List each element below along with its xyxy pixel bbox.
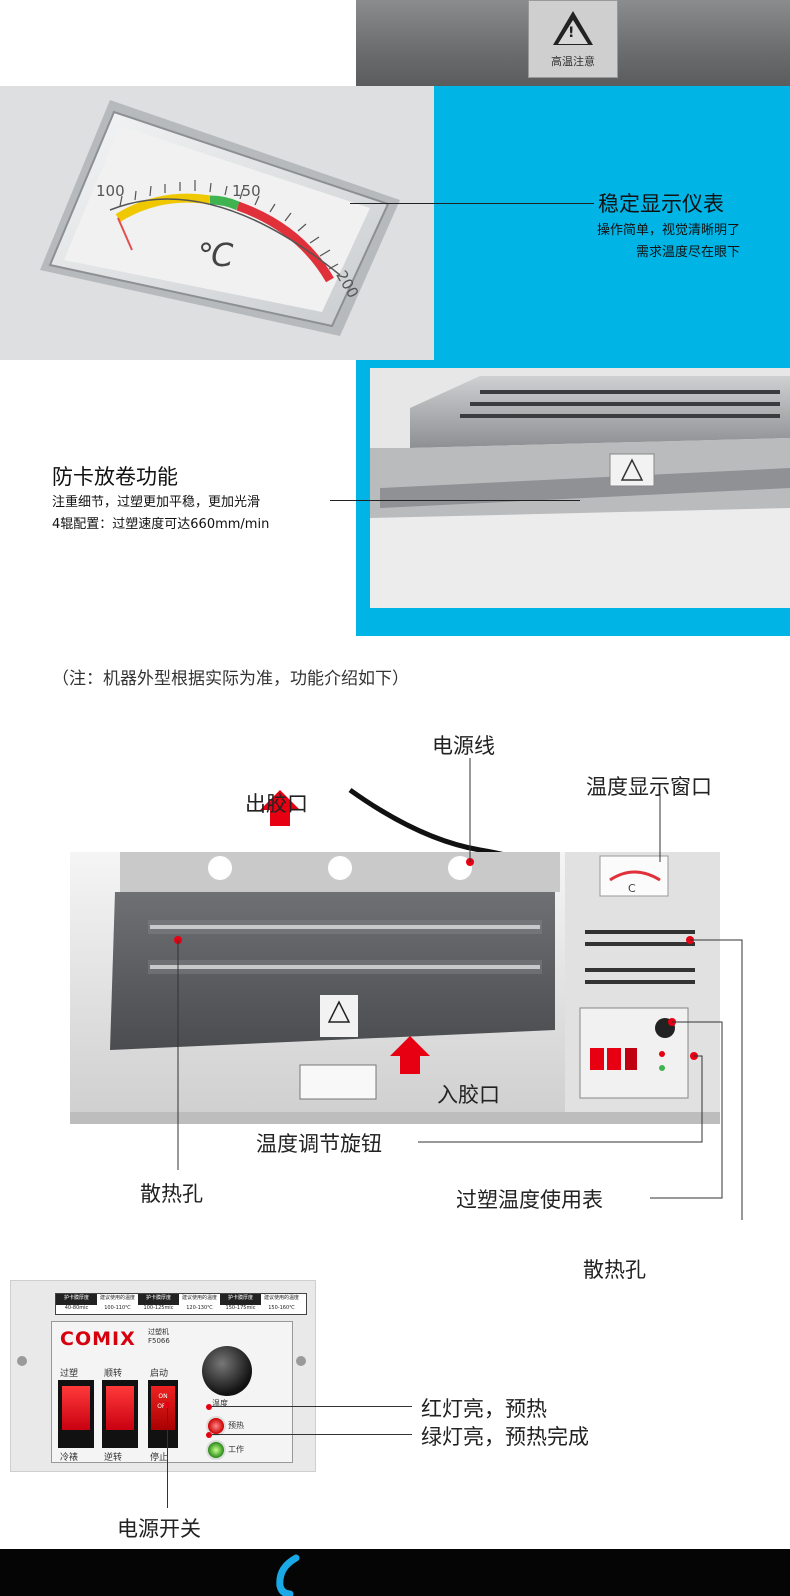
model-label: 过塑机 F5066 [148, 1328, 170, 1345]
label-power-cord: 电源线 [432, 734, 495, 758]
svg-text:C: C [628, 882, 636, 895]
sw3-bottom-label: 停止 [150, 1453, 169, 1463]
bottom-dark-bar [0, 1549, 790, 1596]
power-switch[interactable]: ON OFF [148, 1380, 178, 1448]
meter-description: 操作简单，视觉清晰明了 需求温度尽在眼下 [540, 220, 740, 264]
red-led-marker [206, 1404, 212, 1410]
meter-desc-line1: 操作简单，视觉清晰明了 [596, 223, 740, 238]
note-text: （注：机器外型根据实际为准，功能介绍如下） [52, 669, 409, 689]
scale-150: 150 [232, 182, 261, 200]
sw1-top-label: 过塑 [60, 1369, 79, 1379]
roller-leader-line [330, 500, 580, 501]
roller-description: 注重细节，过塑更加平稳，更加光滑 4辊配置：过塑速度可达660mm/min [52, 492, 269, 536]
power-switch-leader [167, 1408, 168, 1508]
power-switch-marker [164, 1402, 170, 1408]
meter-leader-line [350, 203, 594, 204]
meter-desc-line2: 需求温度尽在眼下 [635, 245, 740, 260]
control-panel-closeup: 护卡膜厚度 建议使用的温度 护卡膜厚度 建议使用的温度 护卡膜厚度 建议使用的温… [10, 1280, 316, 1472]
screw-icon [17, 1356, 27, 1366]
roller-desc-line2: 4辊配置：过塑速度可达660mm/min [52, 517, 270, 532]
sw2-top-label: 顺转 [104, 1369, 123, 1379]
screw-icon [296, 1356, 306, 1366]
unit-celsius: ℃ [198, 236, 234, 274]
panel-faceplate: COMIX 过塑机 F5066 过塑 顺转 启动 ON OFF 冷裱 逆转 停止… [51, 1321, 293, 1463]
red-led-icon [206, 1416, 226, 1436]
knob-caption: 温度 [212, 1399, 228, 1408]
roller-title: 防卡放卷功能 [52, 465, 178, 489]
label-inlet: 入胶口 [437, 1083, 500, 1107]
label-red-led: 红灯亮，预热 [421, 1397, 547, 1421]
temp-usage-table: 护卡膜厚度 建议使用的温度 护卡膜厚度 建议使用的温度 护卡膜厚度 建议使用的温… [55, 1293, 307, 1315]
label-power-switch: 电源开关 [117, 1517, 201, 1541]
brand-logo: COMIX [60, 1328, 136, 1350]
machine-diagram: C [70, 758, 743, 1220]
sw3-top-label: 启动 [150, 1369, 169, 1379]
label-green-led: 绿灯亮，预热完成 [421, 1425, 589, 1449]
label-temp-table: 过塑温度使用表 [456, 1188, 603, 1212]
led-working-label: 工作 [228, 1445, 244, 1454]
led-preheat-label: 预热 [228, 1421, 244, 1430]
label-outlet: 出胶口 [245, 792, 308, 816]
meter-title: 稳定显示仪表 [598, 192, 724, 216]
label-temp-knob: 温度调节旋钮 [256, 1132, 382, 1156]
red-led-leader [212, 1406, 412, 1407]
switch-forward-reverse[interactable] [102, 1380, 138, 1448]
green-led-leader [212, 1434, 412, 1435]
label-vent-right: 散热孔 [583, 1258, 646, 1282]
roller-desc-line1: 注重细节，过塑更加平稳，更加光滑 [52, 495, 261, 510]
green-led-icon [206, 1440, 226, 1460]
label-temp-window: 温度显示窗口 [586, 775, 712, 799]
meter-blue-panel [434, 86, 790, 360]
sw2-bottom-label: 逆转 [104, 1453, 123, 1463]
high-temp-warning-plate: ! 高温注意 [528, 0, 618, 78]
sw1-bottom-label: 冷裱 [60, 1453, 79, 1463]
quote-mark-icon [276, 1554, 300, 1596]
scale-100: 100 [96, 182, 125, 200]
green-led-marker [206, 1432, 212, 1438]
switch-laminate-cold[interactable] [58, 1380, 94, 1448]
machine-top-photo [370, 368, 790, 608]
warning-caption: 高温注意 [551, 55, 595, 68]
temperature-meter: 100 150 200 ℃ [40, 100, 400, 336]
temperature-knob[interactable] [202, 1346, 252, 1396]
label-vent-left: 散热孔 [140, 1182, 203, 1206]
